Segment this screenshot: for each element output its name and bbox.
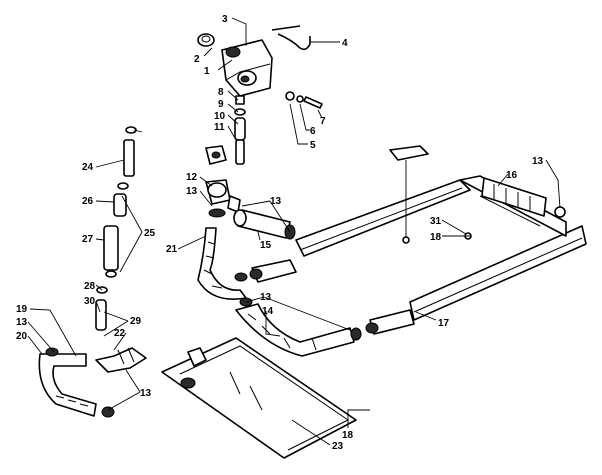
callout-9: 9 [218, 99, 224, 110]
bolt-washer [285, 91, 323, 109]
callout-30: 30 [84, 296, 96, 307]
callout-13-middle: 13 [260, 292, 272, 303]
callout-20: 20 [16, 331, 28, 342]
callout-labels: 1 2 3 4 5 6 7 8 9 10 11 12 13 13 13 13 1… [16, 14, 544, 452]
callout-13-bottom: 13 [140, 388, 152, 399]
callout-5: 5 [310, 140, 316, 151]
callout-17: 17 [438, 318, 450, 329]
leader-lines [27, 17, 561, 446]
callout-19: 19 [16, 304, 28, 315]
rear-tunnel-frame [295, 175, 587, 321]
radiator-cap [205, 145, 227, 165]
short-hose [233, 209, 296, 240]
callout-13-left: 13 [16, 317, 28, 328]
overflow-hose [271, 25, 311, 51]
callout-18-plate: 18 [342, 430, 354, 441]
callout-15: 15 [260, 240, 272, 251]
callout-12: 12 [186, 172, 198, 183]
coolant-tank-bracket [221, 39, 273, 97]
callout-23: 23 [332, 441, 344, 452]
callout-1: 1 [204, 66, 210, 77]
callout-31: 31 [430, 216, 442, 227]
callout-21: 21 [166, 244, 178, 255]
callout-3: 3 [222, 14, 228, 25]
upper-hose-stack [234, 95, 246, 165]
callout-10: 10 [214, 111, 226, 122]
callout-29: 29 [130, 316, 142, 327]
callout-11: 11 [214, 122, 225, 133]
left-tube-stack [95, 126, 137, 331]
callout-13-hose: 13 [270, 196, 282, 207]
callout-14: 14 [262, 306, 274, 317]
callout-13-frame: 13 [532, 156, 544, 167]
lower-elbow-hose [38, 347, 147, 418]
callout-25: 25 [144, 228, 156, 239]
callout-2: 2 [194, 54, 200, 65]
callout-6: 6 [310, 126, 316, 137]
filler-cap [197, 33, 215, 47]
tee-fitting [205, 179, 241, 218]
callout-16: 16 [506, 170, 518, 181]
callout-24: 24 [82, 162, 94, 173]
callout-22: 22 [114, 328, 126, 339]
callout-4: 4 [342, 38, 348, 49]
callout-28: 28 [84, 281, 96, 292]
connector-fittings [249, 259, 415, 335]
callout-8: 8 [218, 87, 224, 98]
callout-13-tee: 13 [186, 186, 198, 197]
callout-27: 27 [82, 234, 94, 245]
tunnel-grommet [389, 145, 566, 244]
callout-18-frame: 18 [430, 232, 442, 243]
middle-hose-14 [235, 297, 362, 357]
callout-26: 26 [82, 196, 94, 207]
heat-exchanger-plate [161, 337, 357, 459]
lower-hose-21 [197, 227, 248, 300]
callout-7: 7 [320, 116, 326, 127]
